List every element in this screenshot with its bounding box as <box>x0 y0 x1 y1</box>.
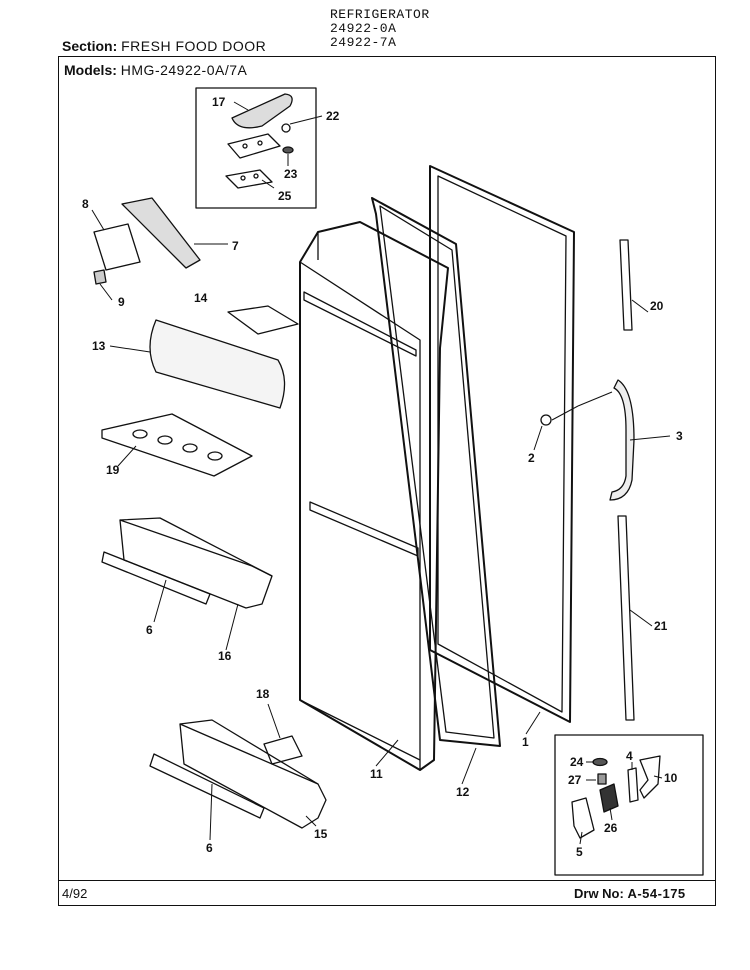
footer-divider <box>58 880 716 881</box>
part-2-handle-screw <box>540 414 552 426</box>
part-19-egg-tray <box>101 413 253 477</box>
part-5-hinge-bracket <box>571 797 595 839</box>
drawing-number: Drw No: A-54-175 <box>574 886 686 901</box>
part-26-cam <box>599 783 619 813</box>
section-label: Section: <box>62 38 118 54</box>
callout-27: 27 <box>568 773 582 787</box>
section-line: Section: FRESH FOOD DOOR <box>62 38 266 54</box>
callout-5: 5 <box>576 845 583 859</box>
lower-hinge-inset <box>554 734 704 876</box>
callout-15: 15 <box>314 827 328 841</box>
callout-1: 1 <box>522 735 529 749</box>
leader-lines <box>91 101 671 845</box>
part-16-door-bin <box>119 517 273 609</box>
part-21-lower-trim-strip <box>617 515 635 721</box>
diagram-frame <box>58 56 716 906</box>
callout-16: 16 <box>218 649 232 663</box>
part-14-small-shelf <box>227 305 299 335</box>
model-number-b: 24922-7A <box>330 35 397 50</box>
part-25-hinge-shim <box>225 169 273 189</box>
callout-12: 12 <box>456 785 470 799</box>
callout-26: 26 <box>604 821 618 835</box>
callout-22: 22 <box>326 109 340 123</box>
models-line: Models: HMG-24922-0A/7A <box>64 62 247 78</box>
callout-2: 2 <box>528 451 535 465</box>
part-24-washer <box>592 757 608 767</box>
models-label: Models: <box>64 62 117 78</box>
drawing-number-value: A-54-175 <box>627 886 686 901</box>
callout-11: 11 <box>370 767 383 781</box>
part-6-bin-trim-lower <box>149 753 265 819</box>
callout-10: 10 <box>664 771 678 785</box>
product-title: REFRIGERATOR <box>330 7 430 22</box>
callout-labels: 17 22 23 25 7 8 9 14 13 19 6 16 18 6 15 … <box>82 95 683 859</box>
part-6-bin-trim-upper <box>101 551 211 605</box>
callout-7: 7 <box>232 239 239 253</box>
drawing-number-label: Drw No: <box>574 886 624 901</box>
part-23-washer <box>282 146 294 154</box>
part-8-dispenser-housing <box>93 223 141 271</box>
callout-6-lower: 6 <box>206 841 213 855</box>
part-18-bin-divider <box>263 735 303 765</box>
part-4-hinge-pin <box>627 767 639 803</box>
callout-18: 18 <box>256 687 270 701</box>
hinge-plate-upper <box>227 133 281 159</box>
part-17-hinge-cover <box>231 93 293 129</box>
part-15-lower-door-bin <box>179 719 327 829</box>
model-number-a: 24922-0A <box>330 21 397 36</box>
part-9-clip <box>93 269 107 285</box>
callout-13: 13 <box>92 339 106 353</box>
callout-20: 20 <box>650 299 664 313</box>
callout-6-upper: 6 <box>146 623 153 637</box>
callout-8: 8 <box>82 197 89 211</box>
callout-14: 14 <box>194 291 208 305</box>
callout-4: 4 <box>626 749 633 763</box>
callout-25: 25 <box>278 189 292 203</box>
header-title-block: REFRIGERATOR 24922-0A 24922-7A <box>330 8 430 50</box>
part-10-bottom-hinge <box>639 755 661 799</box>
callout-3: 3 <box>676 429 683 443</box>
part-7-dispenser-bracket <box>121 197 201 269</box>
callout-17: 17 <box>212 95 226 109</box>
part-20-upper-trim-strip <box>619 239 633 331</box>
callout-19: 19 <box>106 463 120 477</box>
callout-24: 24 <box>570 755 584 769</box>
footer-date: 4/92 <box>62 886 88 901</box>
part-3-door-handle <box>609 379 635 501</box>
callout-23: 23 <box>284 167 298 181</box>
part-13-dairy-compartment-door <box>149 319 286 409</box>
section-value: FRESH FOOD DOOR <box>121 38 267 54</box>
callout-9: 9 <box>118 295 125 309</box>
part-11-inner-door-liner <box>299 221 449 771</box>
part-22-screw <box>281 123 291 133</box>
part-12-door-gasket <box>371 197 501 747</box>
hinge-parts-inset <box>195 87 317 209</box>
part-27-bushing <box>597 773 607 785</box>
models-value: HMG-24922-0A/7A <box>120 62 248 78</box>
callout-21: 21 <box>654 619 668 633</box>
